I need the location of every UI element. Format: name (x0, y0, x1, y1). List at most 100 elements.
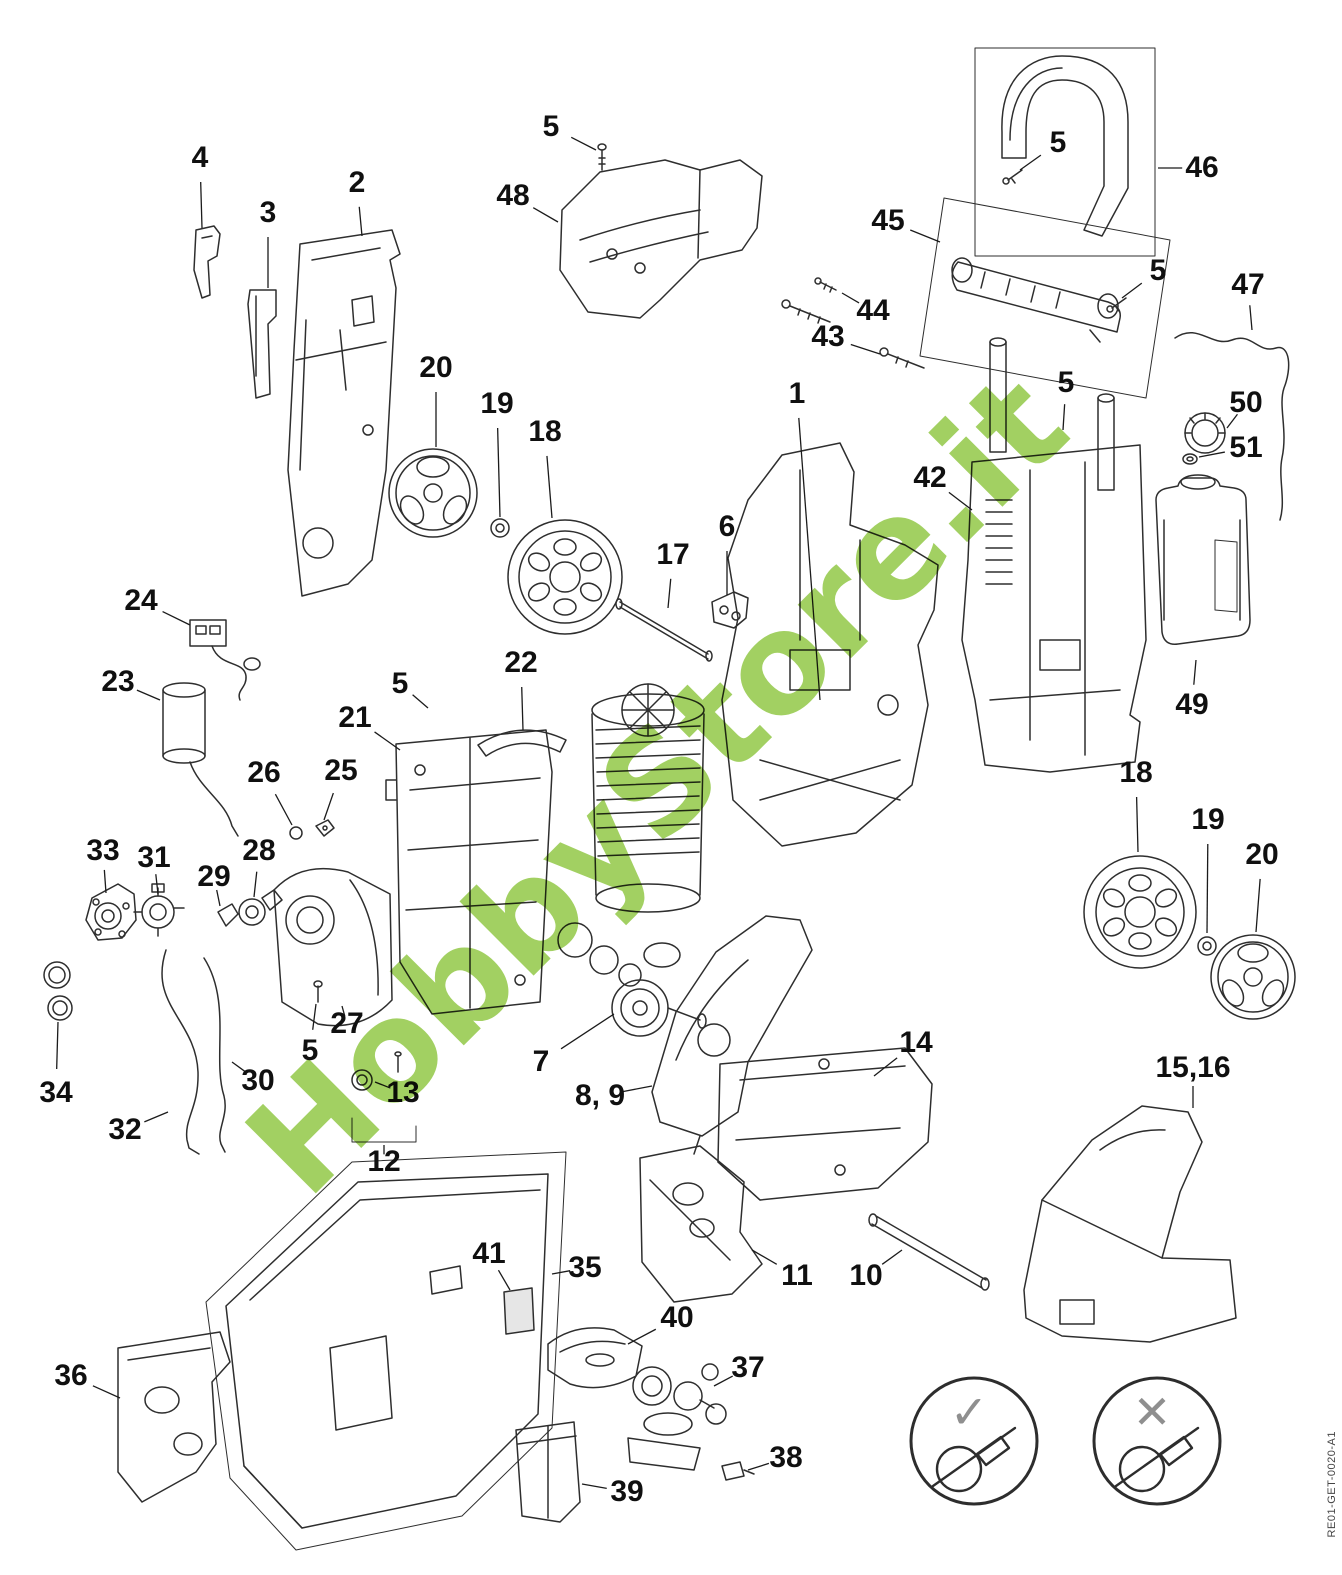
part-45-art (919, 197, 1171, 399)
callout-18: 18 (1119, 756, 1153, 789)
callout-49: 49 (1175, 688, 1209, 721)
callout-3: 3 (259, 196, 277, 229)
callout-25: 25 (324, 754, 358, 787)
callout-24: 24 (124, 584, 158, 617)
part-28-art (238, 889, 283, 926)
callout-2: 2 (348, 166, 366, 199)
callout-5: 5 (1149, 254, 1167, 287)
callout-38: 38 (769, 1441, 803, 1474)
callout-30: 30 (241, 1064, 275, 1097)
callout-28: 28 (242, 834, 276, 867)
callout-4: 4 (191, 141, 209, 174)
part-23-art (162, 682, 239, 837)
callout-29: 29 (197, 860, 231, 893)
part-47-art (1174, 331, 1290, 521)
part-36-art (117, 1331, 231, 1503)
callout-20: 20 (419, 351, 453, 384)
part-2-art (287, 229, 401, 597)
part-30-art (161, 949, 200, 1155)
callout-19: 19 (1191, 803, 1225, 836)
callout-40: 40 (660, 1301, 694, 1334)
part-37-art (627, 1363, 727, 1471)
callout-14: 14 (899, 1026, 933, 1059)
part-35-art (205, 1151, 567, 1551)
part-32-art (203, 957, 226, 1153)
callout-48: 48 (496, 179, 530, 212)
screw-27-art (313, 980, 323, 1003)
callout-12: 12 (367, 1145, 401, 1178)
callout-39: 39 (610, 1475, 644, 1508)
callout-20: 20 (1245, 838, 1279, 871)
document-code: RE01-GET-0020-A1 (1326, 1430, 1338, 1537)
callout-5: 5 (391, 667, 409, 700)
part-48-art (559, 159, 763, 319)
part-50-art (1184, 412, 1226, 454)
callout-42: 42 (913, 461, 947, 494)
callout-34: 34 (39, 1076, 73, 1109)
part-51-art (1182, 453, 1198, 465)
part-18-left-art (507, 519, 623, 635)
callout-21: 21 (338, 701, 372, 734)
part-8-9-art (651, 915, 813, 1155)
svg-text:✓: ✓ (950, 1385, 989, 1439)
part-21-art (385, 729, 553, 1015)
callout-15-16: 15,16 (1155, 1051, 1231, 1084)
callout-36: 36 (54, 1359, 88, 1392)
part-46-art (974, 47, 1156, 257)
callout-31: 31 (137, 841, 171, 874)
callout-51: 51 (1229, 431, 1263, 464)
part-33-art (85, 883, 137, 941)
callout-10: 10 (849, 1259, 883, 1292)
callout-45: 45 (871, 204, 905, 237)
callout-26: 26 (247, 756, 281, 789)
part-15-16-art (1023, 1105, 1237, 1343)
callout-17: 17 (656, 538, 690, 571)
part-3-art (247, 289, 277, 399)
callout-44: 44 (856, 294, 890, 327)
part-19-right-art (1197, 936, 1217, 956)
callout-5: 5 (542, 110, 560, 143)
part-20-left-art (388, 448, 478, 538)
callout-23: 23 (101, 665, 135, 698)
part-17-art (615, 598, 713, 662)
callout-33: 33 (86, 834, 120, 867)
callout-7: 7 (532, 1045, 550, 1078)
part-10-art (868, 1213, 990, 1291)
part-11-art (639, 1145, 763, 1303)
part-4-art (193, 225, 221, 299)
check-circle-icon: ✓ (909, 1376, 1039, 1506)
callout-13: 13 (386, 1076, 420, 1109)
part-12-art (351, 1117, 417, 1143)
part-20-right-art (1210, 934, 1296, 1020)
part-1-art (721, 442, 939, 847)
screw-44-art (814, 277, 837, 293)
part-26-art (289, 826, 303, 840)
part-34-art (43, 961, 73, 1021)
callout-19: 19 (480, 387, 514, 420)
part-19-left-art (490, 518, 510, 538)
screw-45-art (1106, 297, 1127, 313)
callout-46: 46 (1185, 151, 1219, 184)
callout-1: 1 (788, 377, 806, 410)
part-27-art (273, 867, 393, 1027)
screw-46-art (1002, 169, 1023, 185)
part-25-art (315, 819, 335, 837)
part-38-art (721, 1461, 755, 1481)
part-42-art (961, 337, 1147, 773)
callout-6: 6 (718, 510, 736, 543)
callout-37: 37 (731, 1351, 765, 1384)
callout-5: 5 (301, 1034, 319, 1067)
part-13-art (351, 1051, 402, 1091)
svg-text:✕: ✕ (1133, 1385, 1172, 1439)
callout-41: 41 (472, 1237, 506, 1270)
callout-8-9: 8, 9 (574, 1079, 626, 1112)
callout-47: 47 (1231, 268, 1265, 301)
screw-top-art (597, 143, 607, 171)
screw-43-art (781, 299, 925, 369)
callout-50: 50 (1229, 386, 1263, 419)
part-22-art (477, 729, 567, 757)
x-circle-icon: ✕ (1092, 1376, 1222, 1506)
